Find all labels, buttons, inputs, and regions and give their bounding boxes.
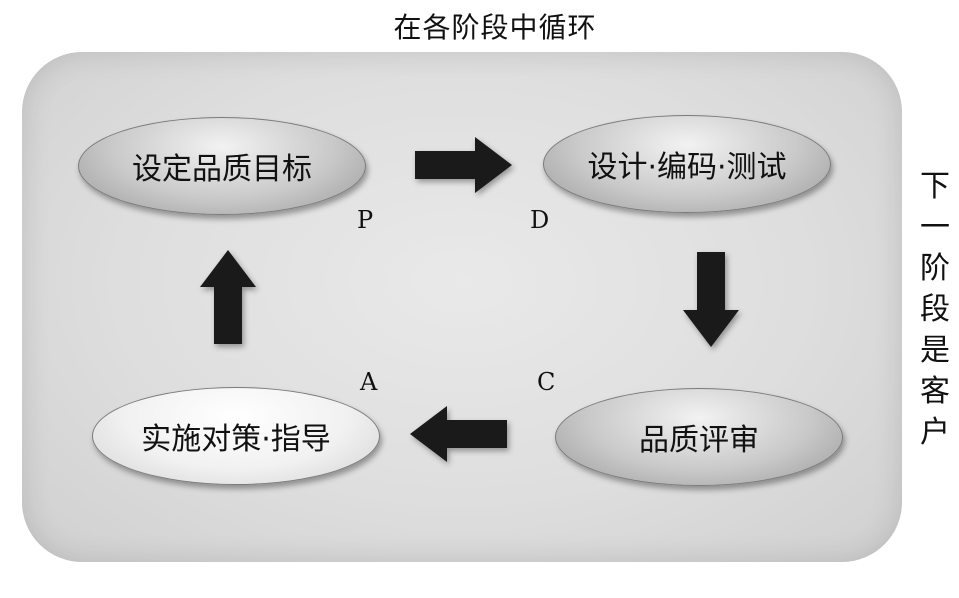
side-char: 下 xyxy=(920,169,950,204)
side-char: 户 xyxy=(920,415,950,450)
plan-node-label: 设定品质目标 xyxy=(132,152,312,187)
letter-d: D xyxy=(530,206,550,234)
check-node: 品质评审 xyxy=(555,388,843,486)
arrow-left-icon xyxy=(410,406,507,462)
plan-node: 设定品质目标 xyxy=(78,117,366,215)
side-char: 客 xyxy=(920,374,950,409)
arrow-down-icon xyxy=(683,252,739,347)
letter-a: A xyxy=(360,368,378,396)
side-char: 阶 xyxy=(920,251,950,286)
do-node-label: 设计·编码·测试 xyxy=(587,150,787,185)
diagram-title: 在各阶段中循环 xyxy=(393,11,597,44)
letter-p: P xyxy=(357,206,374,234)
arrow-right-icon xyxy=(415,137,512,193)
check-node-label: 品质评审 xyxy=(639,423,759,458)
side-char: 段 xyxy=(920,292,950,327)
do-node: 设计·编码·测试 xyxy=(543,115,831,213)
act-node-label: 实施对策·指导 xyxy=(141,422,331,457)
side-char: 是 xyxy=(920,333,950,368)
act-node: 实施对策·指导 xyxy=(92,387,380,485)
letter-c: C xyxy=(537,368,556,396)
side-label: 下 一 阶 段 是 客 户 xyxy=(918,166,952,453)
side-char: 一 xyxy=(920,210,950,245)
arrow-up-icon xyxy=(200,250,256,344)
